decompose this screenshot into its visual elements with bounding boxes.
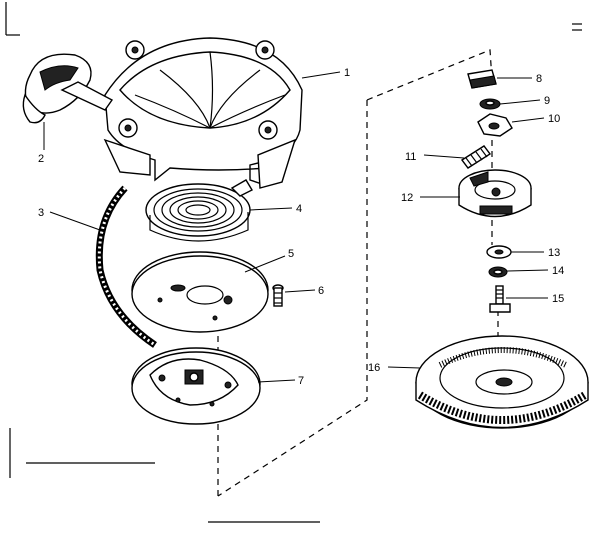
- callout-15: 15: [552, 293, 564, 305]
- part-1-starter-housing: [103, 37, 303, 189]
- callout-11: 11: [405, 151, 416, 163]
- callout-9: 9: [544, 95, 550, 107]
- callout-2: 2: [38, 153, 44, 165]
- part-7-rope-pulley: [131, 347, 261, 425]
- part-13-washer: [486, 245, 512, 259]
- callout-13: 13: [548, 247, 560, 259]
- leader-lines: [43, 71, 549, 383]
- part-16-flywheel: [415, 335, 589, 429]
- part-15-bolt: [489, 285, 511, 313]
- callout-1: 1: [344, 67, 350, 79]
- callout-4: 4: [296, 203, 302, 215]
- part-10-pawl-plate: [477, 113, 513, 137]
- part-5-retainer-plate: [131, 251, 269, 333]
- callout-5: 5: [288, 248, 294, 260]
- part-8-block: [467, 69, 497, 89]
- callout-16: 16: [368, 362, 380, 374]
- callout-7: 7: [298, 375, 304, 387]
- part-11-spring: [460, 145, 492, 169]
- callout-8: 8: [536, 73, 542, 85]
- part-12-starter-cup: [458, 169, 532, 218]
- part-3-starter-rope: [95, 185, 157, 348]
- part-14-lock-washer: [488, 266, 508, 278]
- callout-labels: 1 2 3 4 5 6 7 8 9 10 11 12 13 14 15 16: [38, 67, 564, 387]
- part-6-screw: [272, 284, 284, 307]
- corner-marks: [5, 2, 582, 523]
- callout-12: 12: [401, 192, 413, 204]
- callout-10: 10: [548, 113, 560, 125]
- callout-6: 6: [318, 285, 324, 297]
- part-2-pull-handle: [22, 53, 114, 124]
- part-4-recoil-spring: [145, 179, 253, 242]
- part-9-washer: [479, 98, 501, 110]
- callout-14: 14: [552, 265, 564, 277]
- callout-3: 3: [38, 207, 44, 219]
